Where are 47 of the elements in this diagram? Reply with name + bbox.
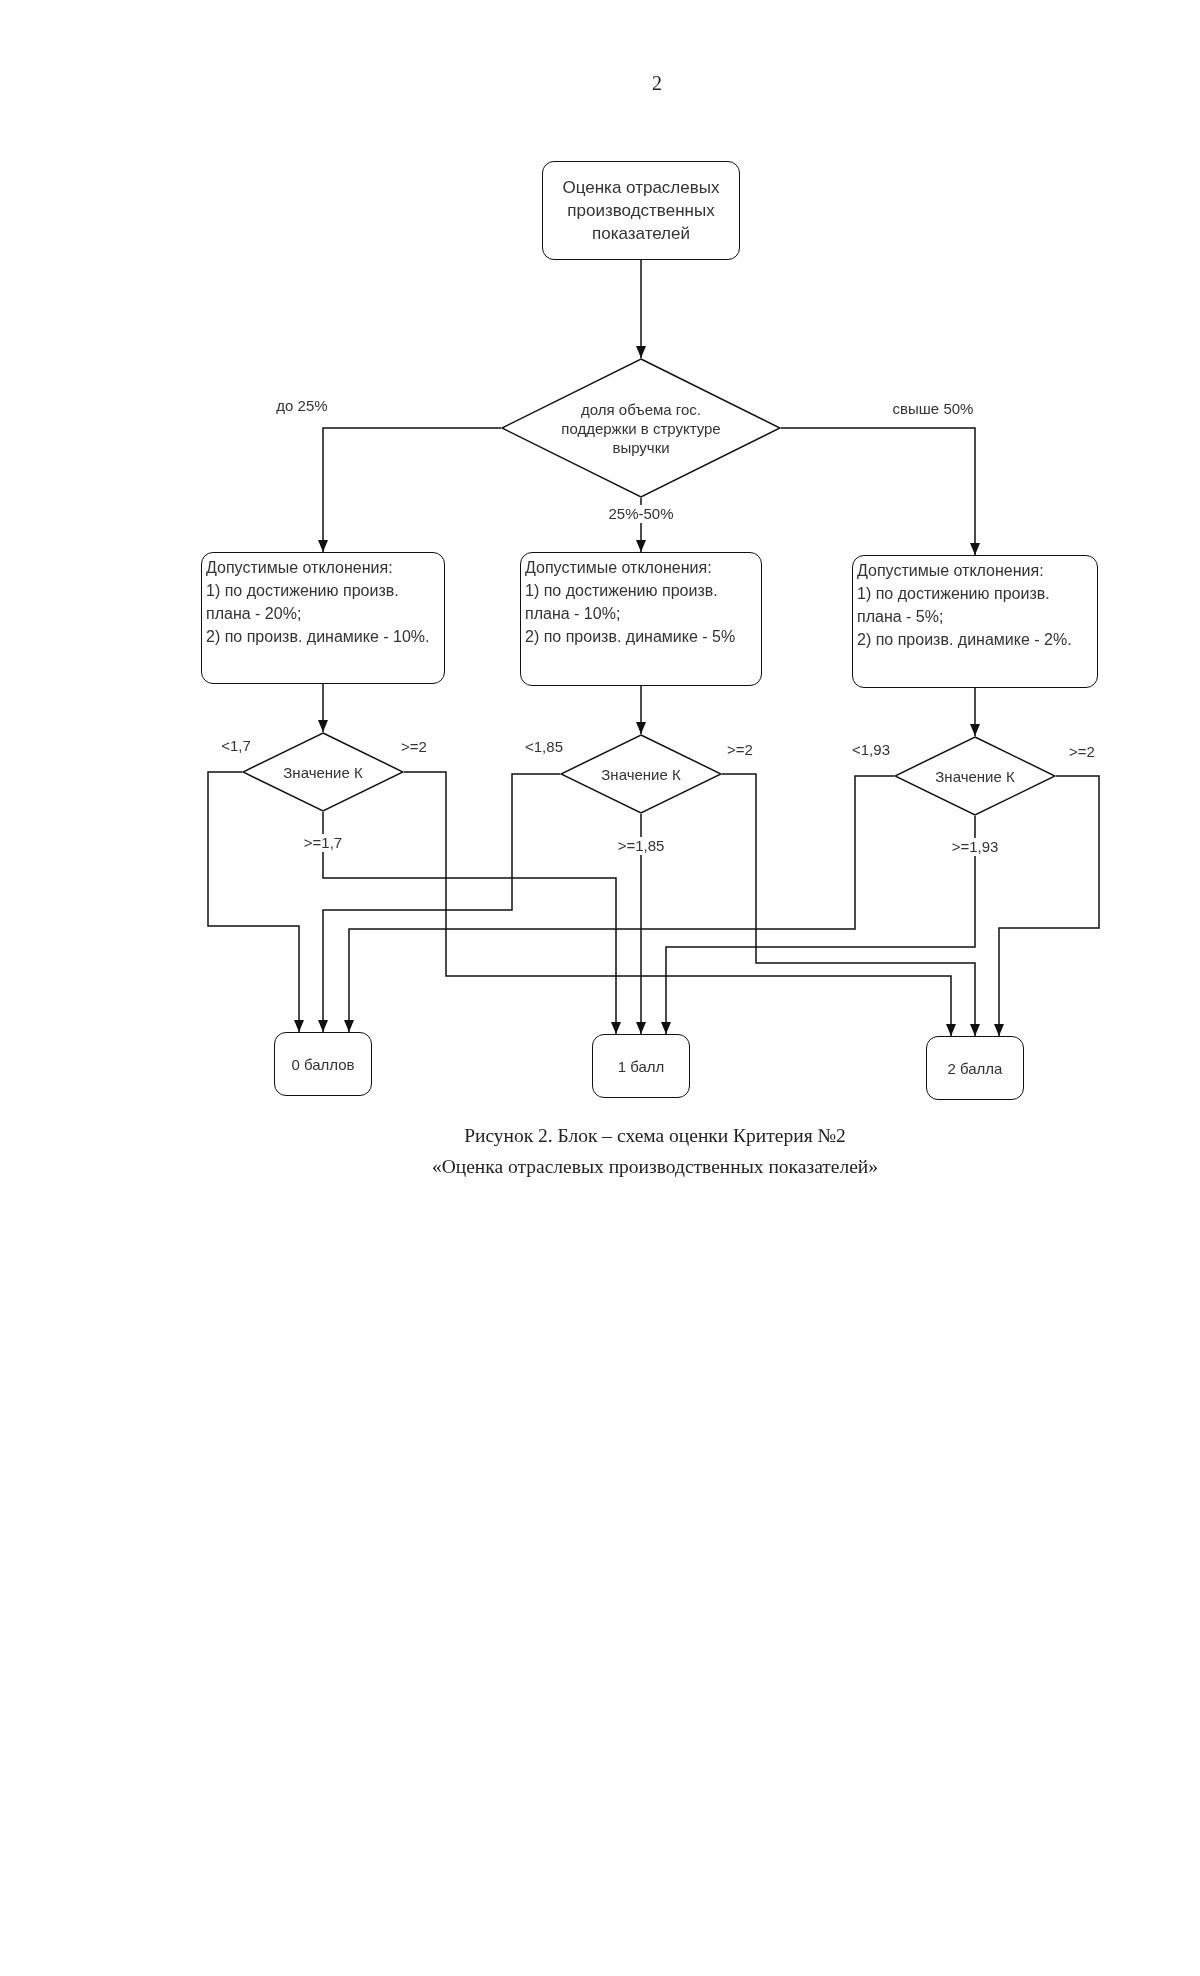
arrow — [636, 259, 646, 359]
condition-text: 1) по достижению произв. плана - 5%; — [857, 584, 1051, 627]
diamond-text: Значение К — [601, 764, 681, 784]
arrow — [322, 811, 621, 1035]
arrow — [780, 427, 980, 556]
arrow — [318, 427, 502, 553]
edge-label: >=1,93 — [949, 838, 1001, 856]
arrow — [636, 813, 646, 1035]
page-number: 2 — [651, 71, 663, 95]
condition-text: 2) по произв. динамике - 10%. — [206, 627, 431, 647]
condition-text: 1) по достижению произв. плана - 20%; — [206, 581, 400, 624]
result-box — [274, 1032, 372, 1096]
condition-text: Допустимые отклонения: — [525, 558, 713, 578]
result-text: 0 баллов — [291, 1055, 355, 1073]
box-text: Оценка отраслевых производственных показателей — [561, 177, 721, 245]
condition-text: 1) по достижению произв. плана - 10%; — [525, 581, 719, 624]
result-text: 1 балл — [617, 1057, 665, 1075]
start-box — [542, 161, 740, 260]
diamond-text: доля объема гос. поддержки в структуре выручки — [560, 399, 722, 457]
result-box — [926, 1036, 1024, 1100]
arrow — [344, 775, 895, 1033]
arrow — [721, 773, 980, 1037]
arrow — [970, 687, 980, 737]
process-box — [201, 552, 445, 684]
figure-caption: Рисунок 2. Блок – схема оценки Критерия №2 «Оценка отраслевых производственных показателей» — [430, 1124, 880, 1179]
result-text: 2 балла — [947, 1059, 1003, 1077]
result-box — [592, 1034, 690, 1098]
decision-diamond — [501, 358, 781, 498]
diamond-text: Значение К — [935, 766, 1015, 786]
condition-text: 2) по произв. динамике - 2%. — [857, 630, 1073, 650]
arrow — [318, 683, 328, 733]
arrow — [636, 685, 646, 735]
arrow — [994, 775, 1100, 1037]
arrow — [207, 771, 304, 1033]
arrow — [318, 773, 561, 1033]
process-box — [520, 552, 762, 686]
condition-text: Допустимые отклонения: — [206, 558, 394, 578]
arrow — [403, 771, 956, 1037]
condition-text: Допустимые отклонения: — [857, 561, 1045, 581]
condition-text: 2) по произв. динамике - 5% — [525, 627, 737, 647]
decision-diamond — [894, 736, 1056, 816]
edge-label: 25%-50% — [606, 505, 676, 523]
diamond-text: Значение К — [283, 762, 363, 782]
process-box — [852, 555, 1098, 688]
arrow — [661, 815, 976, 1035]
edge-label: >=1,85 — [615, 837, 667, 855]
edge-label: >=1,7 — [301, 834, 345, 852]
